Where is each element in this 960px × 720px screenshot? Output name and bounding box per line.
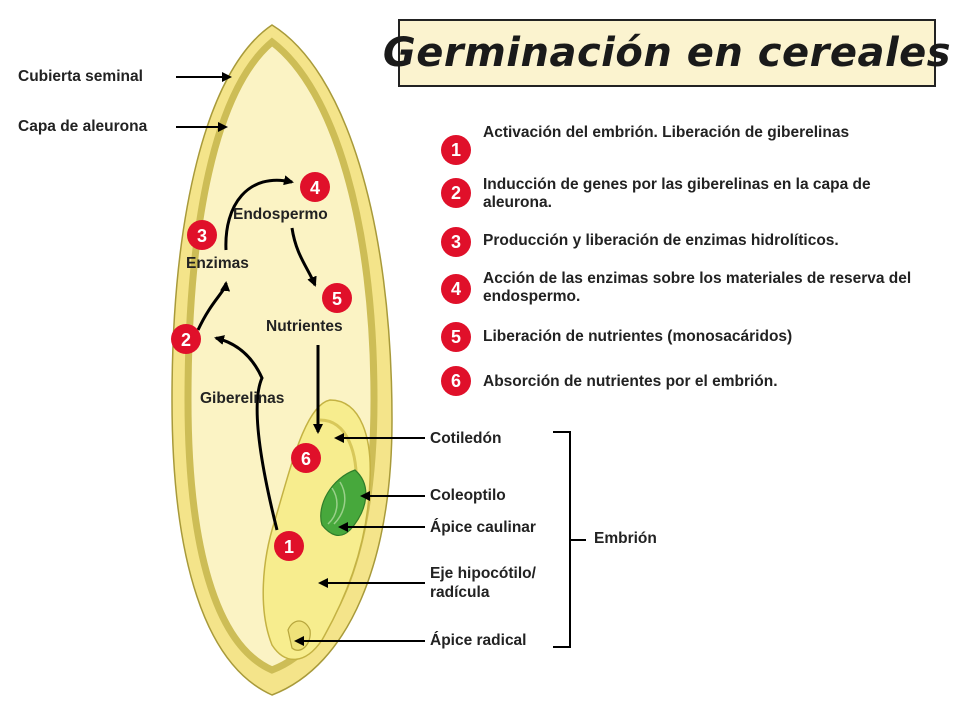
label-hypocotyl-axis-2: radícula (430, 584, 490, 601)
label-shoot-apex: Ápice caulinar (430, 519, 536, 536)
embryo-bracket (553, 431, 571, 648)
step-number: 6 (441, 366, 471, 396)
marker-4: 4 (300, 172, 330, 202)
step-item: 1 Activación del embrión. Liberación de … (438, 122, 938, 166)
step-number: 2 (441, 178, 471, 208)
step-text: Acción de las enzimas sobre los material… (483, 270, 912, 305)
step-item: 3 Producción y liberación de enzimas hid… (438, 227, 938, 271)
step-text: Producción y liberación de enzimas hidro… (483, 232, 839, 249)
label-nutrients: Nutrientes (266, 318, 343, 335)
page-title: Germinación en cereales (382, 30, 952, 76)
step-item: 4 Acción de las enzimas sobre los materi… (438, 270, 938, 314)
marker-5: 5 (322, 283, 352, 313)
arrow-to-enzymes (196, 281, 231, 331)
label-seed-coat: Cubierta seminal (18, 68, 143, 85)
embryo (262, 399, 371, 661)
label-hypocotyl-axis-1: Eje hipocótilo/ (430, 565, 536, 582)
step-number: 5 (441, 322, 471, 352)
step-text: Activación del embrión. Liberación de gi… (483, 124, 850, 141)
label-endosperm: Endospermo (233, 206, 328, 223)
label-gibberellins: Giberelinas (200, 390, 285, 407)
marker-3: 3 (187, 220, 217, 250)
label-coleoptile: Coleoptilo (430, 487, 506, 504)
arrow-to-nutrients (290, 227, 317, 287)
step-text: Inducción de genes por las giberelinas e… (483, 176, 871, 211)
step-number: 3 (441, 227, 471, 257)
svg-text:5: 5 (332, 289, 342, 309)
label-embryo: Embrión (594, 530, 657, 547)
step-text: Liberación de nutrientes (monosacáridos) (483, 328, 793, 345)
svg-text:3: 3 (197, 226, 207, 246)
arrow-gibberellins (214, 335, 279, 531)
step-item: 6 Absorción de nutrientes por el embrión… (438, 366, 938, 410)
label-aleurone-layer: Capa de aleurona (18, 118, 148, 135)
step-number: 1 (441, 135, 471, 165)
label-root-apex: Ápice radical (430, 632, 527, 649)
root-apex-shape (287, 620, 311, 651)
step-text: Absorción de nutrientes por el embrión. (483, 373, 778, 390)
step-item: 2 Inducción de genes por las giberelinas… (438, 175, 938, 219)
marker-6: 6 (291, 443, 321, 473)
marker-2: 2 (171, 324, 201, 354)
title-box: Germinación en cereales (383, 19, 951, 87)
svg-text:6: 6 (301, 449, 311, 469)
svg-text:2: 2 (181, 330, 191, 350)
marker-1: 1 (274, 531, 304, 561)
step-number: 4 (441, 274, 471, 304)
label-cotyledon: Cotiledón (430, 430, 502, 447)
arrow-enzymes-endosperm (224, 175, 294, 251)
svg-text:4: 4 (310, 178, 320, 198)
label-enzymes: Enzimas (186, 255, 249, 272)
svg-text:1: 1 (284, 537, 294, 557)
step-item: 5 Liberación de nutrientes (monosacárido… (438, 322, 938, 366)
